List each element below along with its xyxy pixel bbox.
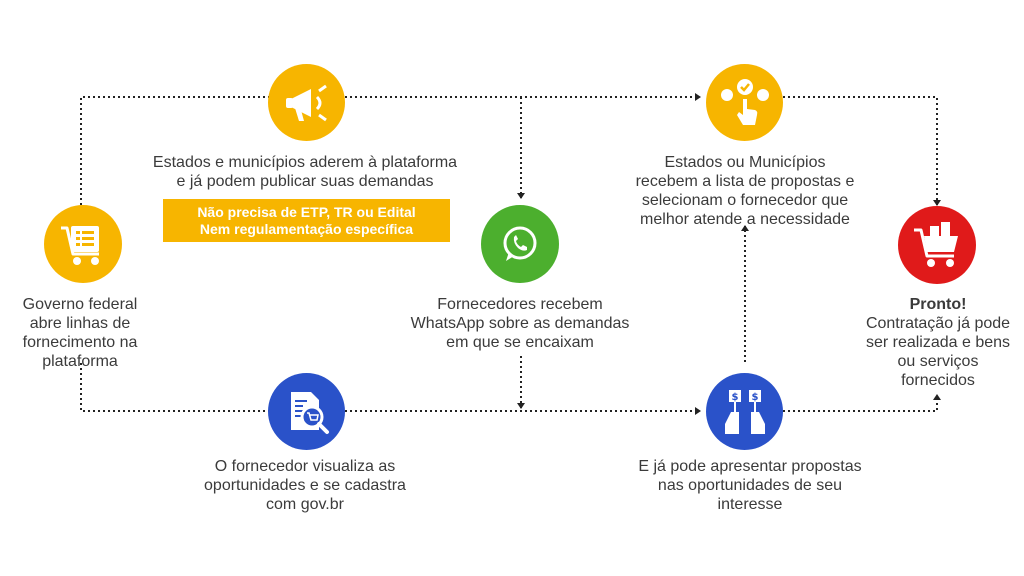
hand-select-icon [720,78,769,125]
svg-text:$: $ [731,392,738,403]
connector-top-right [783,96,941,206]
hands-price-circle: $ $ [706,373,783,450]
svg-text:$: $ [751,392,758,403]
fornecedor-visualiza-text: O fornecedor visualiza as oportunidades … [204,458,406,513]
governo-circle [44,205,122,283]
fornecedores-whatsapp-text: Fornecedores recebem WhatsApp sobre as d… [410,296,630,351]
connector-top-left [80,96,270,205]
checklist-cart-icon [61,226,99,265]
pronto-title: Pronto! [909,296,967,313]
estados-recebem-text: Estados ou Municípios recebem a lista de… [635,154,855,228]
governo-text: Governo federal abre linhas de fornecime… [22,296,138,370]
cart-circle [898,206,976,284]
pronto-text: Pronto! Contratação já pode ser realizad… [852,295,1024,390]
estados-aderem-text: Estados e municípios aderem à plataforma… [152,154,458,190]
megaphone-icon [285,84,327,121]
document-search-circle [268,373,345,450]
shopping-cart-icon [914,222,958,267]
whatsapp-icon [503,226,537,261]
document-search-cart-icon [290,391,329,434]
propostas-text: E já pode apresentar propostas nas oport… [638,458,862,513]
connector-bottom-left [80,363,270,412]
megaphone-circle [268,64,345,141]
whatsapp-circle [481,205,559,283]
hands-raising-price-icon: $ $ [724,389,765,434]
hand-select-circle [706,64,783,141]
no-requirements-banner: Não precisa de ETP, TR ou Edital Nem reg… [163,199,450,242]
connector-bottom-right [783,394,941,412]
